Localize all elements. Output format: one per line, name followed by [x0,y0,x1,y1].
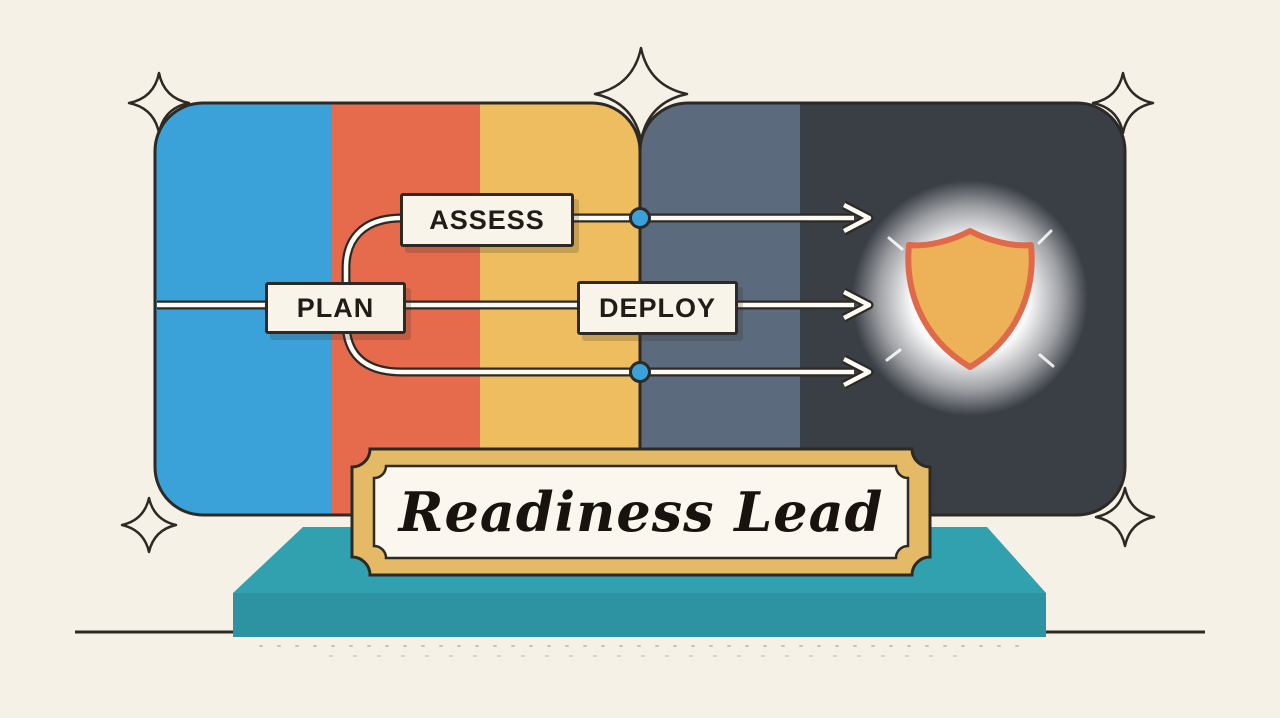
shield-icon [905,228,1035,370]
plaque-title: Readiness Lead [398,480,884,544]
step-assess: ASSESS [400,193,574,247]
sparkle-icons [120,46,1156,554]
sparkle-icon-top-right [1091,71,1155,135]
glow-sparkle-ticks [885,229,1055,368]
sparkle-icon-bottom-right [1094,486,1156,548]
junction-dot-top [629,207,651,229]
ground-speckles [259,645,1031,657]
step-plan: PLAN [265,282,406,334]
sparkle-icon-bottom-left [120,496,178,554]
sparkle-icon-top-left [127,71,191,135]
junction-dot-bottom [629,361,651,383]
plaque [350,447,932,577]
sparkle-icon-top-center [593,46,689,142]
step-deploy: DEPLOY [577,281,738,335]
